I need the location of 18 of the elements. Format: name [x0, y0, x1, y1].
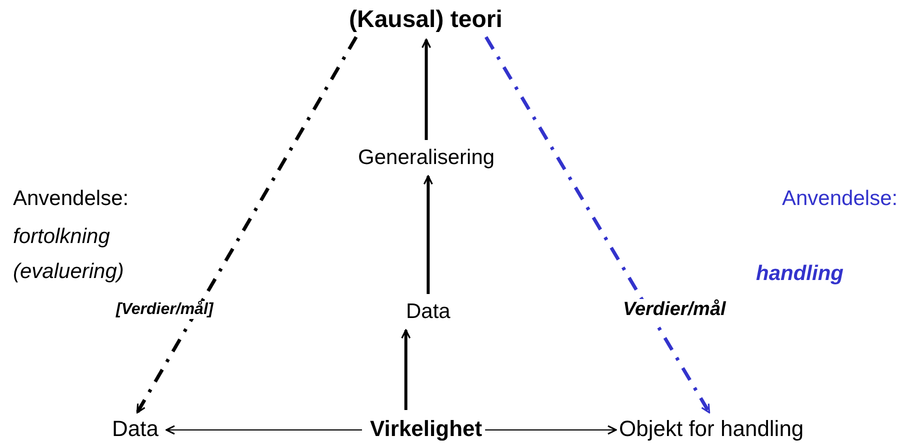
annotation-text: fortolkning — [12, 225, 111, 250]
node-label: Objekt for handling — [619, 416, 804, 442]
node-label: (Kausal) teori — [349, 6, 502, 34]
node-label: Data — [406, 300, 450, 324]
arrow — [401, 329, 411, 410]
node-label: Data — [112, 416, 158, 442]
node-label: Virkelighet — [370, 416, 482, 442]
arrow — [166, 425, 362, 435]
node-label: Generalisering — [358, 146, 495, 170]
arrow — [422, 38, 432, 140]
dash-dot-arrow — [136, 36, 358, 414]
annotation-text: Verdier/mål — [622, 299, 727, 321]
annotation-text: [Verdier/mål] — [115, 301, 214, 320]
dash-dot-arrow — [484, 36, 711, 414]
arrow — [423, 175, 433, 294]
arrow — [485, 425, 617, 435]
annotation-text: (evaluering) — [12, 260, 125, 284]
annotation-text: handling — [755, 262, 844, 286]
